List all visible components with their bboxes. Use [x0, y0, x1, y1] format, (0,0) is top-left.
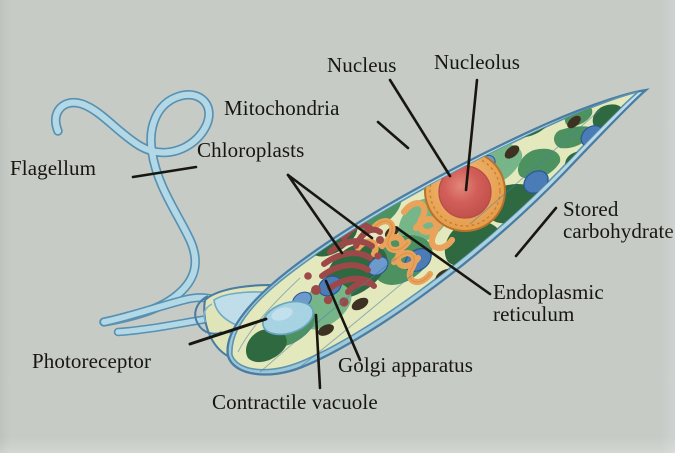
leader-mitochondria [376, 120, 410, 150]
leader-golgi-apparatus [324, 279, 362, 362]
nuclear-envelope-pores [429, 155, 501, 227]
label-chloroplasts: Chloroplasts [197, 138, 305, 162]
label-photoreceptor: Photoreceptor [32, 349, 152, 373]
label-nucleolus: Nucleolus [434, 50, 521, 74]
pellicle-striations [237, 109, 601, 373]
leader-nucleus [388, 78, 452, 178]
label-flagellum: Flagellum [10, 156, 97, 180]
leader-chloroplasts-a [286, 173, 374, 240]
leader-contractile-vacuole [314, 313, 322, 390]
leader-nucleolus [464, 78, 479, 192]
label-nucleus: Nucleus [327, 53, 397, 77]
label-endoplasmic-reticulum: Endoplasmic reticulum [493, 280, 604, 326]
leader-photoreceptor [188, 317, 268, 346]
label-mitochondria: Mitochondria [224, 96, 340, 120]
leader-lines [131, 78, 558, 390]
leader-chloroplasts-b [286, 173, 344, 255]
leader-stored-carbohydrate [514, 206, 558, 258]
golgi-vesicles [304, 236, 384, 307]
label-stored-carbohydrate: Stored carbohydrate [563, 197, 674, 243]
label-golgi-apparatus: Golgi apparatus [338, 353, 474, 377]
leader-flagellum [131, 165, 198, 179]
leader-endoplasmic-reticulum [395, 226, 492, 296]
contractile-vacuole [261, 300, 315, 336]
label-contractile-vacuole: Contractile vacuole [212, 390, 378, 414]
